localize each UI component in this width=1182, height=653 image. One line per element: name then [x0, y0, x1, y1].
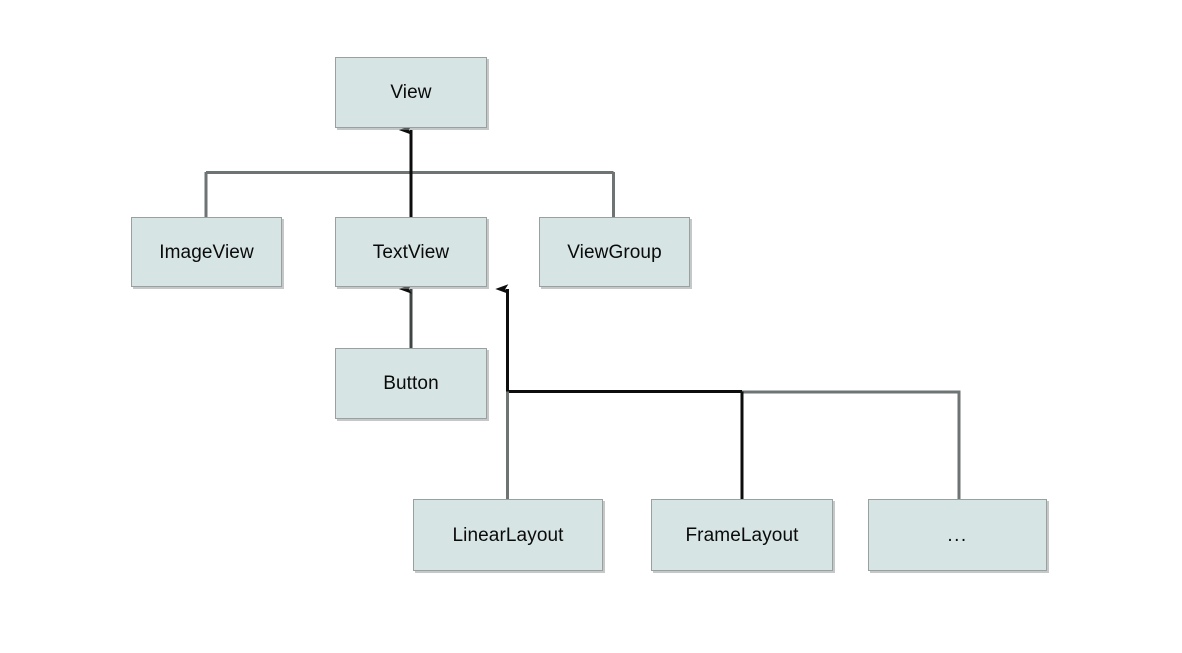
edge-more-to-viewgroup [742, 390, 961, 499]
node-label-textview: TextView [372, 241, 450, 263]
node-label-imageview: ImageView [159, 241, 254, 263]
node-framelayout[interactable]: FrameLayout [651, 499, 833, 571]
node-imageview[interactable]: ImageView [131, 217, 282, 287]
node-linearlayout[interactable]: LinearLayout [413, 499, 603, 571]
node-textview[interactable]: TextView [335, 217, 487, 287]
node-more[interactable]: ... [868, 499, 1047, 571]
edge-group-viewgroup-children [495, 284, 961, 499]
node-label-viewgroup: ViewGroup [567, 241, 662, 263]
node-viewgroup[interactable]: ViewGroup [539, 217, 690, 287]
node-label-more: ... [947, 524, 968, 546]
node-label-view: View [390, 82, 432, 103]
node-label-linearlayout: LinearLayout [452, 524, 564, 546]
node-view[interactable]: View [335, 57, 487, 128]
node-label-framelayout: FrameLayout [685, 524, 799, 546]
node-button[interactable]: Button [335, 348, 487, 419]
edge-group-view-children [204, 125, 615, 217]
node-label-button: Button [383, 373, 439, 394]
